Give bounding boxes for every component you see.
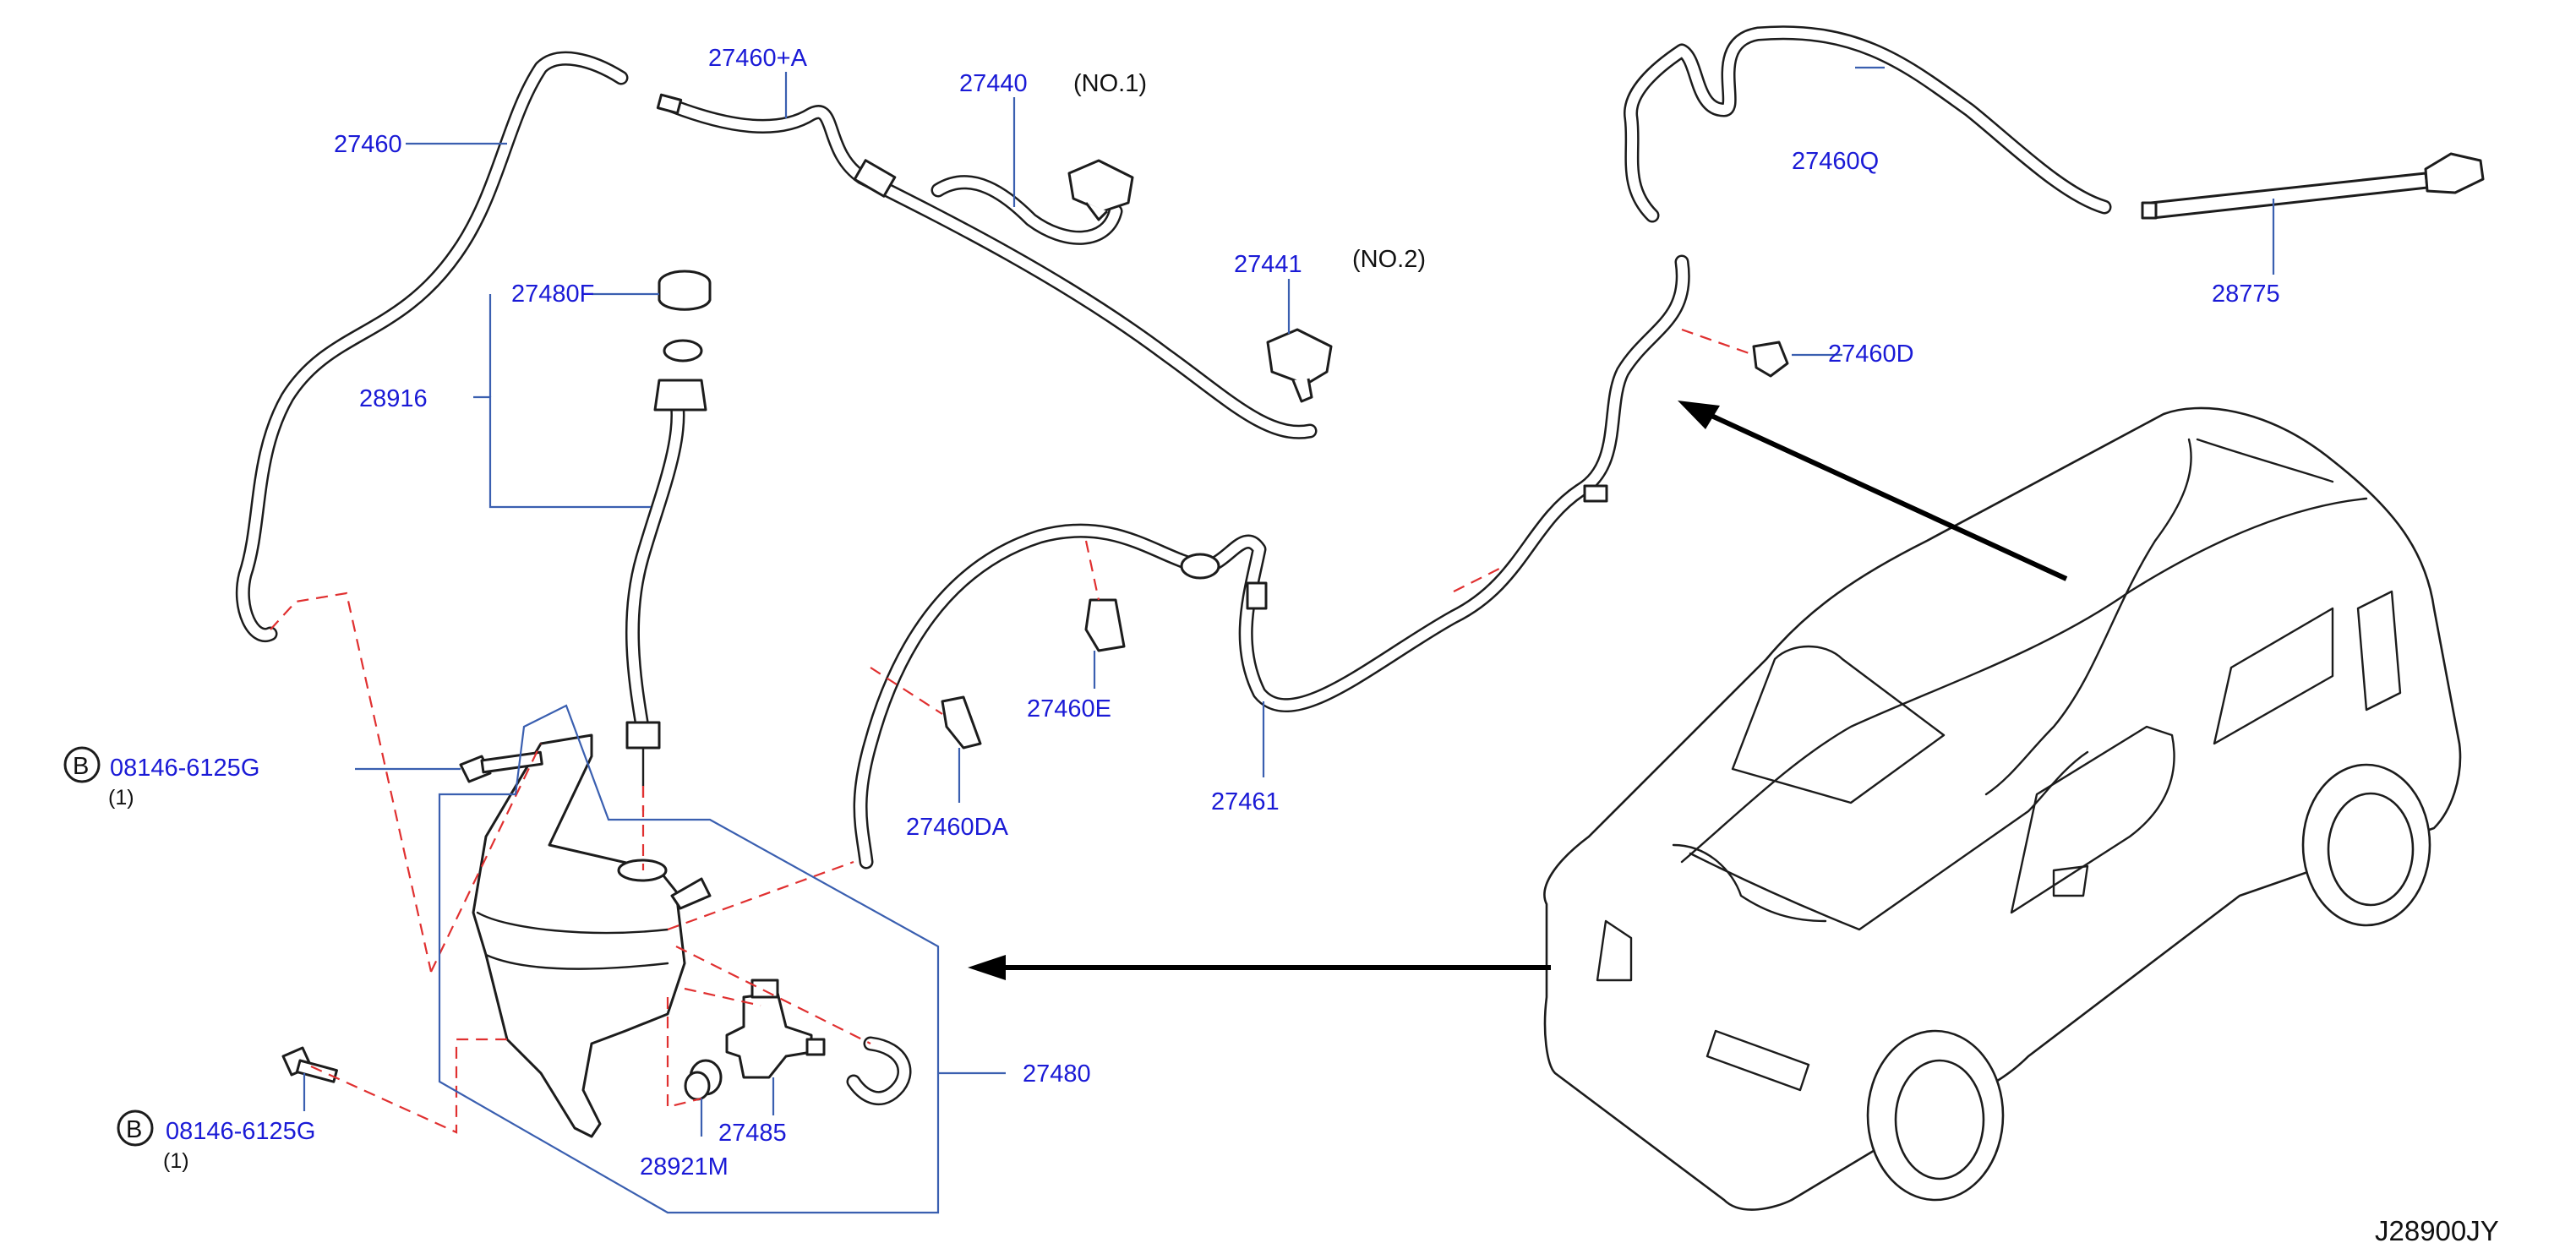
label-27460DA: 27460DA <box>906 814 1009 841</box>
label-27461: 27461 <box>1211 788 1280 815</box>
label-bolt-bottom-qty: (1) <box>163 1149 189 1173</box>
filler-cap-27480F[interactable] <box>658 270 712 311</box>
label-28775: 28775 <box>2212 281 2280 308</box>
label-no2: (NO.2) <box>1352 246 1426 273</box>
hose-27461[interactable] <box>853 254 1690 870</box>
label-27480F: 27480F <box>511 281 594 308</box>
label-27460D: 27460D <box>1828 341 1914 368</box>
label-bolt-top: 08146-6125G <box>110 755 259 782</box>
hose-27460[interactable] <box>235 51 629 642</box>
pump-27485[interactable] <box>725 979 826 1079</box>
elbow-hose[interactable] <box>846 1036 912 1106</box>
label-bolt-bottom: 08146-6125G <box>166 1118 315 1145</box>
leader-lines <box>303 66 2275 1214</box>
label-bolt-top-qty: (1) <box>108 786 134 810</box>
filler-neck-28916[interactable] <box>625 339 707 788</box>
label-27460-a: 27460+A <box>708 45 808 72</box>
label-no1: (NO.1) <box>1073 70 1147 97</box>
hose-27460-a[interactable] <box>656 93 1318 439</box>
bolt-08146-6125G-top[interactable] <box>459 750 543 783</box>
label-b-bottom: B <box>126 1116 142 1143</box>
tube-28775[interactable] <box>2141 152 2485 220</box>
label-28916: 28916 <box>359 385 428 412</box>
nozzle-27440[interactable] <box>931 159 1134 245</box>
nozzle-27441[interactable] <box>1266 328 1333 403</box>
bolt-08146-6125G-bottom[interactable] <box>281 1046 338 1083</box>
label-27460: 27460 <box>334 131 402 158</box>
circle-b-top <box>63 746 101 783</box>
label-b-top: B <box>73 753 89 780</box>
label-27440: 27440 <box>959 70 1028 97</box>
clip-27460DA[interactable] <box>941 695 982 750</box>
label-diagram-id: J28900JY <box>2375 1215 2499 1246</box>
grommet-28921M[interactable] <box>684 1059 723 1101</box>
label-27480: 27480 <box>1023 1060 1091 1088</box>
label-27485: 27485 <box>718 1120 787 1147</box>
hose-27460Q[interactable] <box>1624 25 2112 223</box>
reservoir-tank-27480[interactable] <box>472 733 712 1138</box>
arrow-to-rear-washer <box>1678 401 2068 581</box>
clip-27460E[interactable] <box>1084 598 1126 652</box>
label-27460Q: 27460Q <box>1792 148 1879 175</box>
label-28921M: 28921M <box>640 1153 729 1180</box>
dashed-connectors <box>270 328 1755 1134</box>
clip-27460D[interactable] <box>1752 341 1789 378</box>
label-27441: 27441 <box>1234 251 1302 278</box>
circle-b-bottom <box>117 1110 154 1147</box>
label-27460E: 27460E <box>1027 695 1111 722</box>
arrow-to-front-washer <box>968 955 1551 980</box>
vehicle-illustration <box>1543 406 2462 1211</box>
